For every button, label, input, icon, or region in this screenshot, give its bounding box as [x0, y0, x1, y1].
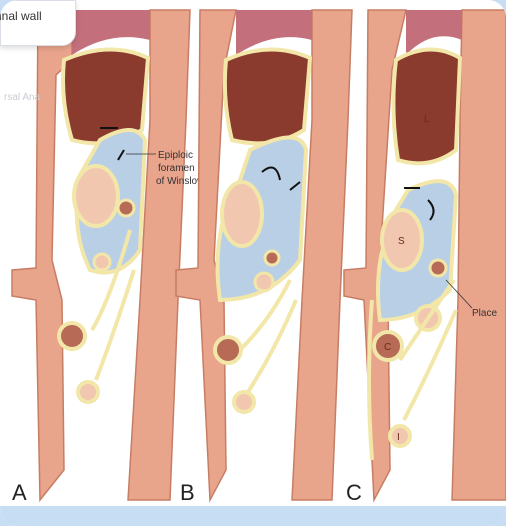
faded-caption: rsal Ana — [4, 92, 40, 103]
colon-b — [215, 337, 241, 363]
colon-label-c: C — [384, 342, 391, 353]
callout-a-line2: foramen — [158, 163, 195, 174]
small-intestine-c — [390, 426, 410, 446]
callout-a-line1: Epiploic — [158, 150, 193, 161]
panel-letter-c: C — [346, 480, 362, 505]
callout-a-line3: of Winslow — [156, 176, 205, 187]
stomach-b — [222, 182, 262, 246]
callout-c-line1: Place — [472, 308, 497, 319]
liver-c — [393, 49, 460, 163]
panel-letter-a: A — [12, 480, 27, 505]
vessel-a — [118, 200, 134, 216]
stomach-label-c: S — [398, 236, 405, 247]
bottom-margin — [0, 506, 506, 526]
duodenum-a — [94, 254, 110, 270]
small-intestine-b — [234, 392, 254, 412]
panel-letter-b: B — [180, 480, 195, 505]
small-intestine-a — [78, 382, 98, 402]
vessel-b — [265, 251, 279, 265]
colon-a — [59, 323, 85, 349]
small-intestine-label-c: I — [397, 432, 400, 443]
tooltip-text: inal wall — [0, 9, 75, 23]
stomach-a — [74, 166, 118, 226]
liver-b — [225, 49, 310, 143]
vessel-c — [430, 260, 446, 276]
liver-label-c: L — [424, 114, 430, 125]
hover-tooltip: inal wall — [0, 0, 76, 46]
duodenum-b — [255, 273, 273, 291]
